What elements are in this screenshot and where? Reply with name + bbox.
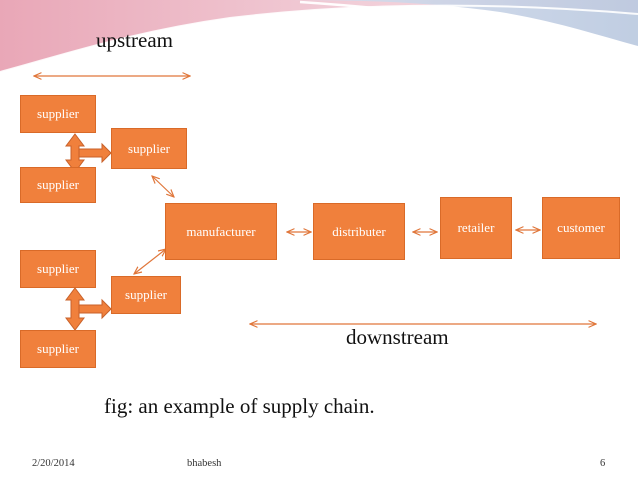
node-supplier-6: supplier [20,330,96,368]
figure-caption: fig: an example of supply chain. [104,394,375,418]
node-manufacturer: manufacturer [165,203,277,260]
node-supplier-3: supplier [20,167,96,203]
upstream-label: upstream [96,28,173,52]
node-supplier-1: supplier [20,95,96,133]
node-retailer: retailer [440,197,512,259]
footer-author: bhabesh [187,458,222,469]
node-supplier-2: supplier [111,128,187,169]
node-distributer: distributer [313,203,405,260]
node-customer: customer [542,197,620,259]
footer-date: 2/20/2014 [32,458,75,469]
footer-page-number: 6 [600,458,606,469]
node-supplier-4: supplier [20,250,96,288]
node-supplier-5: supplier [111,276,181,314]
downstream-label: downstream [346,325,449,349]
